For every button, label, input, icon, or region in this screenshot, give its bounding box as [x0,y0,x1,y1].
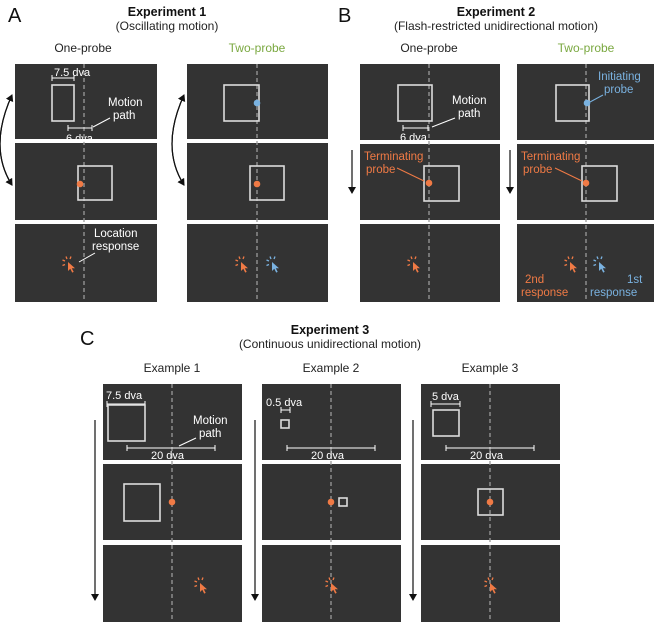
stimulus-square [107,404,146,442]
terminating-label-b2-2: probe [523,164,552,176]
panel-b-col-two-probe: Two-probe [558,41,615,55]
frame-a1-1 [15,64,157,139]
oscillation-arrow-icon [0,94,14,186]
path-label-c3: 20 dva [470,450,504,462]
panel-a-subtitle: (Oscillating motion) [116,19,219,33]
first-response-label-1: 1st [627,274,643,286]
stimulus-square [432,409,460,437]
stimulus-square [51,84,75,122]
stimulus-square [123,483,161,522]
stimulus-square [477,488,504,516]
motion-label-c-1: Motion [193,415,228,427]
path-label-b: 6 dva [400,132,428,144]
frame-a1-3 [15,224,157,302]
motion-label-b-1: Motion [452,95,487,107]
panel-a-label: A [8,5,22,27]
panel-b-col-one-probe: One-probe [400,41,458,55]
probe-dot [253,180,261,188]
example-2-label: Example 2 [303,361,360,375]
panel-b-title: Experiment 2 [457,5,536,19]
frame-a1-2 [15,143,157,220]
stimulus-square [397,84,433,122]
initiating-label-1: Initiating [598,71,641,83]
motion-label-a-2: path [113,110,135,122]
first-response-label-2: response [590,287,637,299]
panel-b-subtitle: (Flash-restricted unidirectional motion) [394,19,598,33]
panel-b-label: B [338,5,351,27]
location-label-2: response [92,241,139,253]
panel-a-col-two-probe: Two-probe [229,41,286,55]
size-label-c2: 0.5 dva [266,397,303,409]
motion-label-b-2: path [458,108,480,120]
stimulus-square [423,165,460,202]
example-3-label: Example 3 [462,361,519,375]
initiating-label-2: probe [604,84,633,96]
panel-c: C Experiment 3 (Continuous unidirectiona… [80,323,560,622]
path-label-a: 6 dva [66,133,94,145]
second-response-label-2: response [521,287,568,299]
panel-c-label: C [80,328,94,350]
location-label-1: Location [94,228,137,240]
probe-dot [425,179,433,187]
stimulus-square [280,419,290,429]
probe-dot [168,498,176,506]
probe-dot [76,180,84,188]
panel-a: A Experiment 1 (Oscillating motion) One-… [0,5,328,302]
stimulus-square [249,165,285,201]
panel-c-subtitle: (Continuous unidirectional motion) [239,337,421,351]
size-label-c3: 5 dva [432,391,460,403]
terminating-label-2: probe [366,164,395,176]
panel-a-col-one-probe: One-probe [54,41,112,55]
terminating-label-1: Terminating [364,151,423,163]
path-label-c1: 20 dva [151,450,185,462]
probe-dot [253,99,261,107]
probe-dot [327,498,335,506]
frame-b1-1 [360,64,500,140]
frame-b1-3 [360,224,500,302]
path-label-c2: 20 dva [311,450,345,462]
stimulus-square [338,497,348,507]
probe-dot [582,179,590,187]
panel-b: B Experiment 2 (Flash-restricted unidire… [338,5,654,302]
size-label-c1: 7.5 dva [106,390,143,402]
oscillation-arrow-icon [171,94,186,186]
example-1-label: Example 1 [144,361,201,375]
probe-dot [486,498,494,506]
size-label-a: 7.5 dva [54,67,91,79]
panel-a-title: Experiment 1 [128,5,207,19]
stimulus-square [581,165,618,202]
second-response-label-1: 2nd [525,274,544,286]
panel-c-title: Experiment 3 [291,323,370,337]
probe-dot [583,99,591,107]
motion-label-c-2: path [199,428,221,440]
terminating-label-b2-1: Terminating [521,151,580,163]
motion-label-a-1: Motion [108,97,143,109]
